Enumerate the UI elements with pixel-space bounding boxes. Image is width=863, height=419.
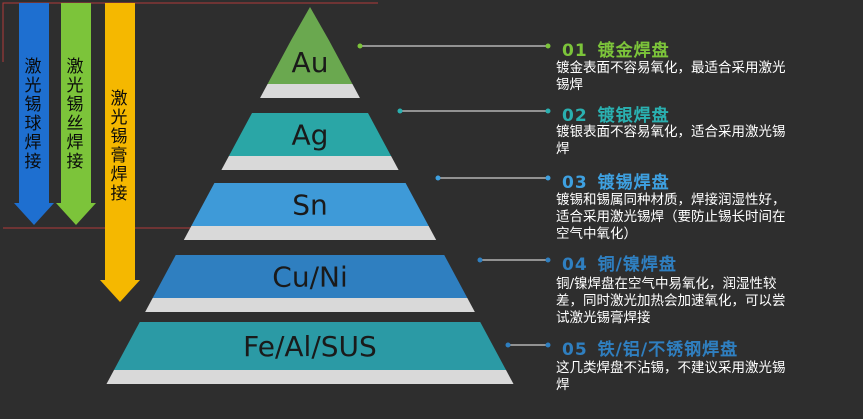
item-number: 03 [562,173,588,193]
connector-dot-start-5 [505,342,511,348]
item-name: 镀金焊盘 [597,41,670,61]
arrow-1 [14,3,54,225]
arrow-3 [100,3,140,302]
connector-dot-start-1 [357,43,363,49]
item-number: 02 [562,106,588,126]
item-name: 铁/铝/不锈钢焊盘 [597,340,739,360]
item-name: 铜/镍焊盘 [597,255,677,275]
item-number: 05 [562,340,588,360]
item-title-1: 01 镀金焊盘 [562,36,670,61]
pyramid-rim-2 [221,156,399,170]
item-name: 镀银焊盘 [597,106,670,126]
pyramid-label-4: Cu/Ni [272,261,347,294]
connector-dot-start-2 [397,108,403,114]
item-title-4: 04 铜/镍焊盘 [562,250,677,275]
pyramid-label-1: Au [292,46,329,79]
pyramid-rim-4 [145,298,475,312]
item-number: 01 [562,41,588,61]
pyramid-level-3 [191,183,429,226]
frame-line-top [2,2,378,62]
pyramid-level-4 [152,255,468,298]
item-desc-1: 镀金表面不容易氧化，最适合采用激光锡焊 [556,60,786,93]
pyramid-label-5: Fe/Al/SUS [243,330,377,363]
arrow-label-ball: 激光锡球焊接 [24,57,42,172]
connector-dot-start-4 [477,257,483,263]
item-desc-2: 镀银表面不容易氧化，适合采用激光锡焊 [556,124,786,157]
pyramid-level-1 [267,40,353,84]
pyramid-label-3: Sn [292,189,328,222]
item-desc-4: 铜/镍焊盘在空气中易氧化，润湿性较差，同时激光加热会加速氧化，可以尝试激光锡膏焊… [556,276,786,326]
item-number: 04 [562,255,588,275]
arrow-label-wire: 激光锡丝焊接 [66,57,84,172]
pyramid-tip [291,7,329,40]
connector-dot-end-3 [545,175,551,181]
item-title-2: 02 镀银焊盘 [562,101,670,126]
item-desc-3: 镀锡和锡属同种材质，焊接润湿性好，适合采用激光锡焊（要防止锡长时间在空气中氧化） [556,192,786,242]
pyramid-level-5 [114,322,506,370]
connector-dot-start-3 [435,175,441,181]
arrow-label-paste: 激光锡膏焊接 [110,89,128,204]
connector-dot-end-2 [545,108,551,114]
pyramid-rim-1 [260,84,360,98]
item-title-3: 03 镀锡焊盘 [562,168,670,193]
item-title-5: 05 铁/铝/不锈钢焊盘 [562,335,738,360]
pyramid-rim-5 [106,370,514,384]
arrow-2 [56,3,96,225]
connector-dot-end-5 [545,342,551,348]
item-desc-5: 这几类焊盘不沾锡，不建议采用激光锡焊 [556,360,786,393]
pyramid-label-2: Ag [292,119,329,152]
pyramid-level-2 [228,113,392,156]
item-name: 镀锡焊盘 [597,173,670,193]
connector-dot-end-4 [545,257,551,263]
pyramid-rim-3 [183,226,437,240]
connector-dot-end-1 [545,43,551,49]
